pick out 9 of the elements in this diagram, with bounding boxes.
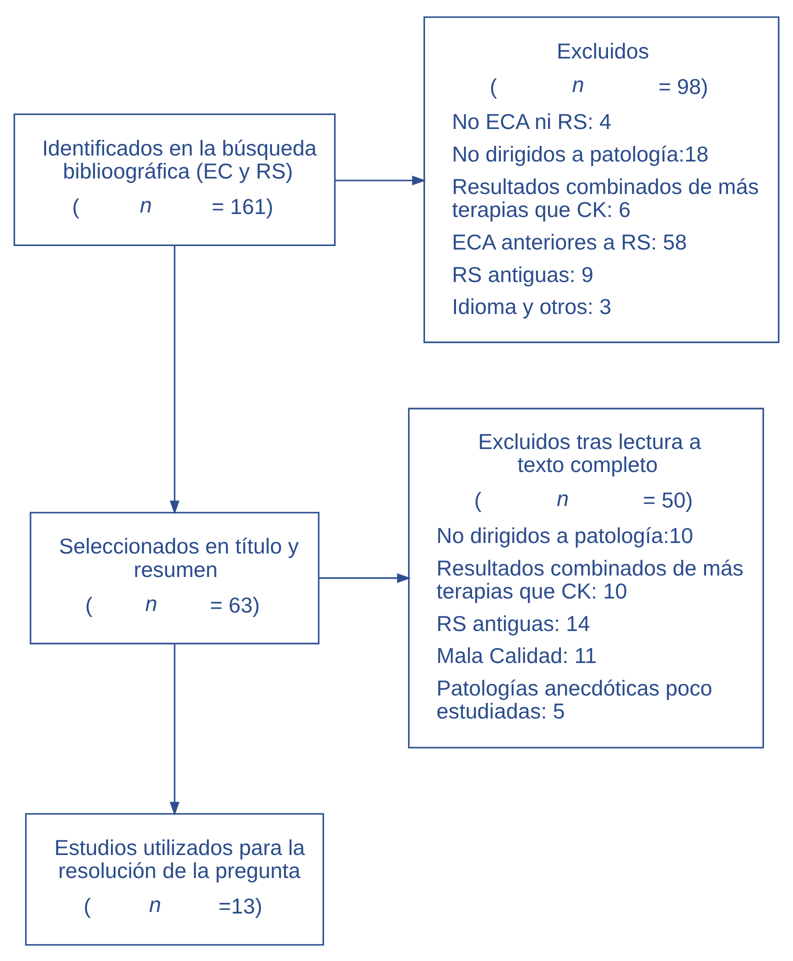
node-box: Identificados en la búsqueda biblioográfica (EC y RS) (n = 161) — [14, 112, 336, 246]
arrow — [335, 175, 426, 185]
arrow — [170, 644, 180, 816]
arrow — [170, 245, 180, 514]
node-box: Excluidos tras lectura a texto completo (n = 50) No dirigidos a patología:10 Resultados combinados de más terapias que CK: 10 RS antiguas: 14 Mala Calidad: 11 Patologías anecdóticas poco estudiadas: 5 — [408, 407, 764, 748]
node-box: Seleccionados en título y resumen (n = 63) — [30, 511, 320, 644]
node-box: Excluidos (n = 98) No ECA ni RS: 4 No dirigidos a patología:18 Resultados combinados de más terapias que CK: 6 ECA anteriores a RS: 58 RS antiguas: 9 Idioma y otros: 3 — [423, 16, 780, 343]
arrow — [319, 572, 411, 582]
node-box: Estudios utilizados para la resolución de la pregunta (n =13) — [25, 812, 324, 946]
